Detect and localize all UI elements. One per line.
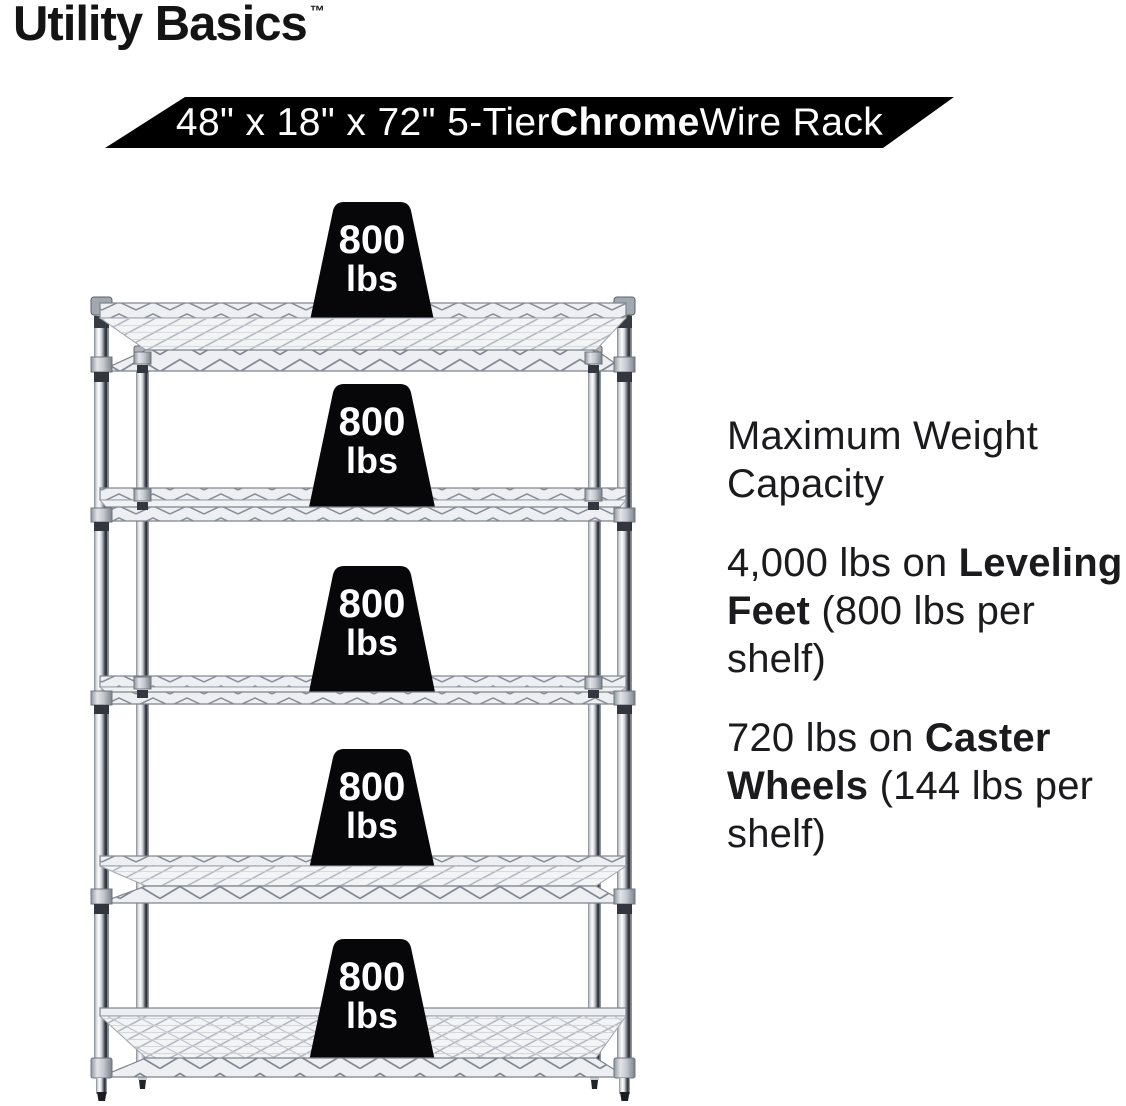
trademark-symbol: ™	[309, 3, 325, 20]
product-title-banner: 48" x 18" x 72" 5-Tier Chrome Wire Rack	[105, 97, 954, 148]
caster-wheels-capacity: 720 lbs on Caster Wheels (144 lbs per sh…	[727, 714, 1126, 858]
caster-bold: Caster	[924, 716, 1051, 760]
title-suffix: Wire Rack	[699, 100, 884, 144]
weight-value: 800	[339, 582, 406, 626]
weight-value: 800	[339, 765, 406, 809]
weight-unit: lbs	[346, 258, 398, 299]
front-leveling-feet	[90, 1057, 636, 1101]
title-dimensions: 48" x 18" x 72" 5-Tier	[175, 100, 550, 144]
weight-tag-3: 800 lbs	[308, 566, 436, 697]
weight-tag-2: 800 lbs	[308, 384, 436, 512]
title-material: Chrome	[549, 100, 700, 144]
capacity-heading: Maximum Weight Capacity	[727, 412, 1126, 508]
leveling-bold: Leveling	[958, 541, 1123, 585]
weight-tag-5: 800 lbs	[308, 939, 436, 1066]
weight-unit: lbs	[346, 995, 398, 1036]
shelf-2: 800 lbs	[90, 384, 636, 531]
shelf-4: 800 lbs	[90, 749, 636, 914]
brand-name: Utility Basics	[13, 0, 308, 51]
shelf-1: 800 lbs	[90, 202, 636, 382]
caster-text2: (144 lbs per	[868, 764, 1094, 808]
weight-value: 800	[339, 218, 406, 262]
weight-value: 800	[339, 400, 406, 444]
capacity-heading-line2: Capacity	[727, 462, 885, 506]
capacity-info: Maximum Weight Capacity 4,000 lbs on Lev…	[727, 412, 1126, 858]
caster-text3: shelf)	[727, 812, 827, 856]
caster-bold2: Wheels	[727, 764, 869, 808]
weight-tag-4: 800 lbs	[308, 749, 436, 874]
leveling-bold2: Feet	[727, 589, 811, 633]
leveling-text3: shelf)	[727, 637, 827, 681]
weight-tag-1: 800 lbs	[308, 202, 436, 330]
weight-value: 800	[339, 955, 406, 999]
leveling-text: 4,000 lbs on	[727, 541, 959, 585]
weight-unit: lbs	[346, 805, 398, 846]
shelf-5: 800 lbs	[98, 939, 629, 1078]
weight-unit: lbs	[346, 622, 398, 663]
weight-unit: lbs	[346, 440, 398, 481]
capacity-heading-line1: Maximum Weight	[727, 414, 1039, 458]
caster-text: 720 lbs on	[727, 716, 925, 760]
leveling-feet-capacity: 4,000 lbs on Leveling Feet (800 lbs per …	[727, 539, 1126, 683]
shelf-3: 800 lbs	[90, 566, 636, 714]
leveling-text2: (800 lbs per	[810, 589, 1035, 633]
